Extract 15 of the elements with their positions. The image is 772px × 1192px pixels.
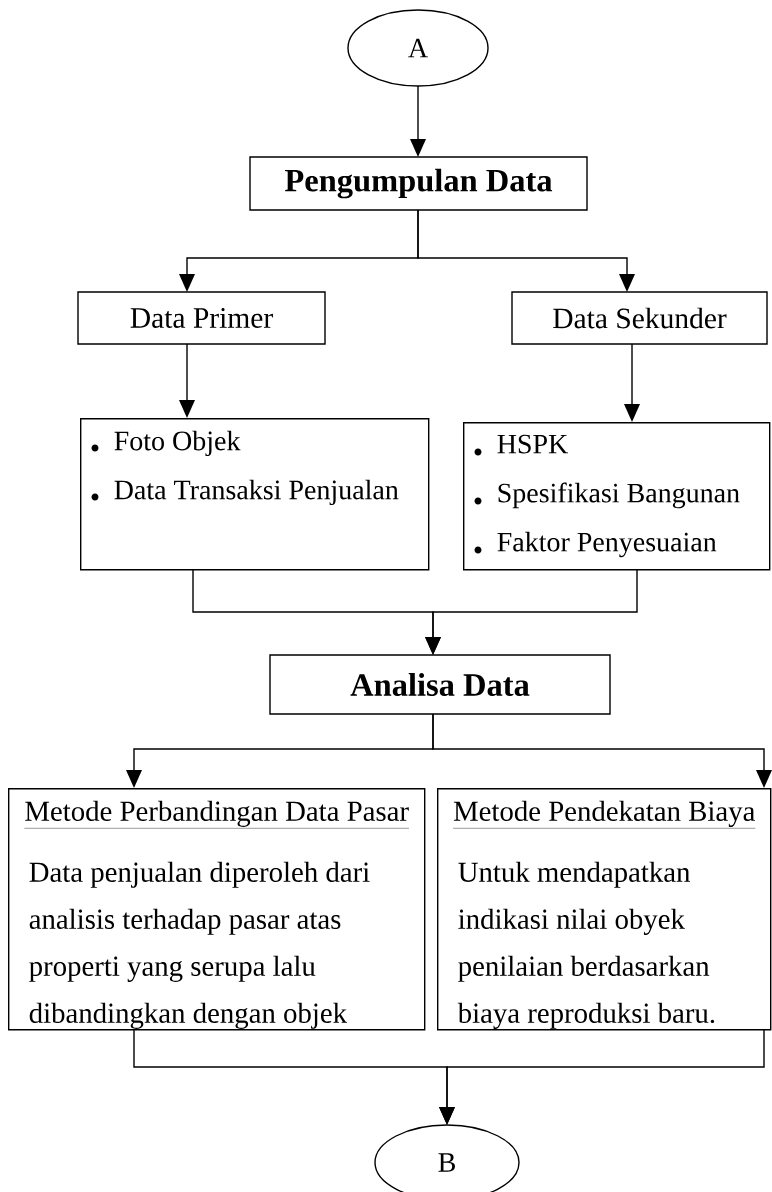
list-box: Foto Objek Data Transaksi Penjualan <box>80 418 430 571</box>
arrow <box>624 343 640 422</box>
arrow <box>439 1028 765 1125</box>
process-box: Pengumpulan Data <box>249 156 588 211</box>
arrow <box>432 713 772 788</box>
arrow <box>410 85 426 157</box>
process-box: Data Primer <box>77 291 326 345</box>
process-box: Data Sekunder <box>511 291 768 345</box>
arrow <box>179 343 195 418</box>
method-box: Metode Pendekatan Biaya Untuk mendapatkan indikasi nilai obyek penilaian berdasarkan biaya reproduksi baru. <box>437 788 772 1031</box>
arrow <box>425 568 638 655</box>
process-box: Analisa Data <box>269 654 611 715</box>
method-box: Metode Perbandingan Data Pasar Data penjualan diperoleh dari analisis terhadap pasar atas properti yang serupa lalu dibandingkan dengan objek <box>8 788 426 1031</box>
arrow <box>417 209 635 292</box>
list-box: HSPK Spesifikasi Bangunan Faktor Penyesuaian <box>463 422 771 571</box>
